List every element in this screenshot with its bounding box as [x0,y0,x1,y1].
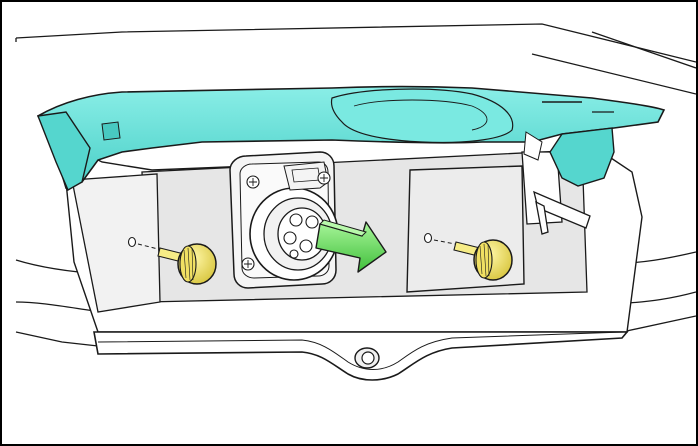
top-cover [36,85,666,191]
screw-icon [241,171,331,271]
charge-port-housing [229,151,339,289]
right-fastener [423,232,513,281]
grommet [354,347,380,369]
right-screw-hole-icon [423,232,433,244]
left-thumbscrew-icon [157,243,217,285]
arrow-right-icon [315,219,387,273]
vehicle-body-outline [15,23,696,347]
left-fastener [127,236,217,285]
left-bracket [71,173,161,313]
right-bracket [521,151,591,235]
left-screw-hole-icon [127,236,137,248]
right-thumbscrew-icon [453,239,513,281]
connector-pins [283,213,319,259]
